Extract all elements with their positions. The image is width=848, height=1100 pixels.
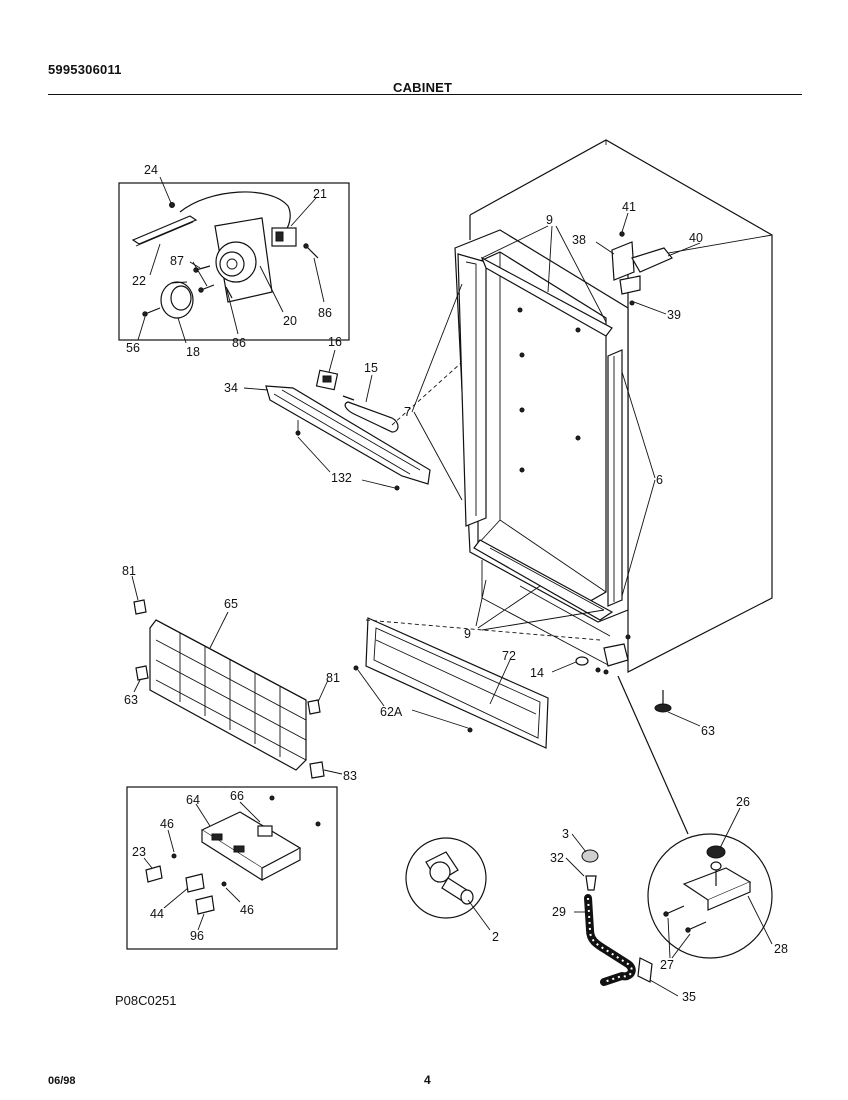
callout-21: 21: [313, 187, 327, 201]
callout-29: 29: [552, 905, 566, 919]
callout-86-bottom: 86: [232, 336, 246, 350]
callout-32: 32: [550, 851, 564, 865]
drain-hose-assembly: 3 32 29 35: [550, 827, 696, 1004]
callout-81-top: 81: [122, 564, 136, 578]
callout-35: 35: [682, 990, 696, 1004]
callout-38: 38: [572, 233, 586, 247]
callout-66: 66: [230, 789, 244, 803]
callout-96: 96: [190, 929, 204, 943]
callout-64: 64: [186, 793, 200, 807]
header-divider: [48, 94, 802, 95]
callout-2: 2: [492, 930, 499, 944]
callout-27: 27: [660, 958, 674, 972]
callout-20: 20: [283, 314, 297, 328]
callout-46-bottom: 46: [240, 903, 254, 917]
drain-fitting-detail: 2: [405, 837, 499, 944]
callout-24: 24: [144, 163, 158, 177]
callout-9-top: 9: [546, 213, 553, 227]
callout-14: 14: [530, 666, 544, 680]
page-number: 4: [424, 1073, 431, 1087]
callout-39: 39: [667, 308, 681, 322]
callout-63-right: 63: [701, 724, 715, 738]
callout-65: 65: [224, 597, 238, 611]
callout-26: 26: [736, 795, 750, 809]
light-assembly-inset: 24 21 22 87 20 86 56 18 86: [118, 163, 350, 359]
callout-41: 41: [622, 200, 636, 214]
callout-81-right: 81: [326, 671, 340, 685]
evaporator-grid: 81 65 63 81 83: [122, 564, 357, 783]
revision-date: 06/98: [48, 1075, 76, 1087]
cabinet-body: 9 7 41 38 40 39 6 9 14 63: [404, 139, 773, 738]
callout-87: 87: [170, 254, 184, 268]
callout-9-bottom: 9: [464, 627, 471, 641]
toe-grille: 72 62A: [353, 617, 601, 749]
lamp-bracket-assembly: 16 15 34 132: [224, 335, 431, 491]
callout-132: 132: [331, 471, 352, 485]
callout-15: 15: [364, 361, 378, 375]
figure-code: P08C0251: [115, 993, 177, 1008]
page-title: CABINET: [393, 80, 453, 95]
callout-3: 3: [562, 827, 569, 841]
callout-6: 6: [656, 473, 663, 487]
callout-7: 7: [404, 405, 411, 419]
callout-40: 40: [689, 231, 703, 245]
callout-46-top: 46: [160, 817, 174, 831]
callout-56: 56: [126, 341, 140, 355]
callout-34: 34: [224, 381, 238, 395]
callout-22: 22: [132, 274, 146, 288]
callout-62A: 62A: [380, 705, 403, 719]
callout-63-left: 63: [124, 693, 138, 707]
callout-23: 23: [132, 845, 146, 859]
control-inset: 64 66 46 23 44 46 96: [126, 786, 338, 950]
hinge-detail: 26 28 27: [617, 675, 788, 972]
callout-16: 16: [328, 335, 342, 349]
callout-28: 28: [774, 942, 788, 956]
callout-86-right: 86: [318, 306, 332, 320]
document-number: 5995306011: [48, 62, 122, 77]
callout-18: 18: [186, 345, 200, 359]
callout-72: 72: [502, 649, 516, 663]
callout-83: 83: [343, 769, 357, 783]
callout-44: 44: [150, 907, 164, 921]
